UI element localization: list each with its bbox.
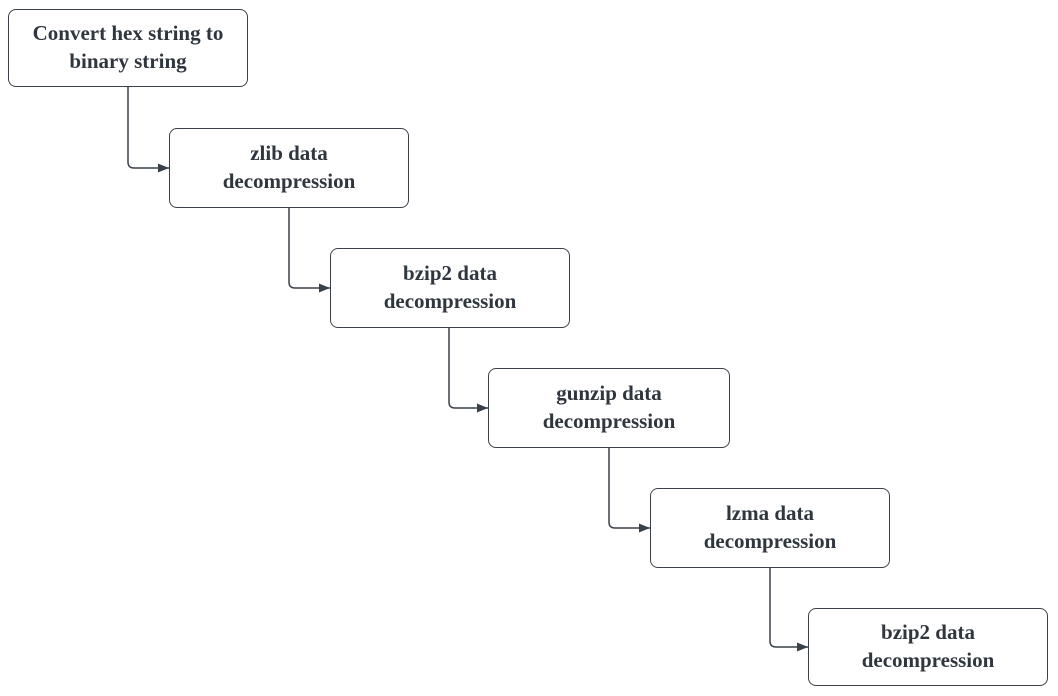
node-bzip2-decompression-2[interactable]: bzip2 data decompression <box>808 608 1048 686</box>
node-zlib-decompression[interactable]: zlib data decompression <box>169 128 409 208</box>
node-convert-hex-to-binary[interactable]: Convert hex string to binary string <box>8 9 248 87</box>
connector-edge-4 <box>608 448 650 533</box>
connector-edge-5 <box>769 568 808 652</box>
node-bzip2-decompression-1[interactable]: bzip2 data decompression <box>330 248 570 328</box>
node-label: Convert hex string to binary string <box>32 21 224 73</box>
node-label: lzma data decompression <box>703 501 837 553</box>
node-label: bzip2 data decompression <box>383 261 517 313</box>
node-gunzip-decompression[interactable]: gunzip data decompression <box>488 368 730 448</box>
node-label: zlib data decompression <box>222 141 356 193</box>
node-label: bzip2 data decompression <box>861 620 995 672</box>
node-label: gunzip data decompression <box>542 381 676 433</box>
connector-edge-3 <box>448 328 488 413</box>
node-lzma-decompression[interactable]: lzma data decompression <box>650 488 890 568</box>
connector-edge-1 <box>127 87 169 173</box>
connector-edge-2 <box>288 208 330 293</box>
